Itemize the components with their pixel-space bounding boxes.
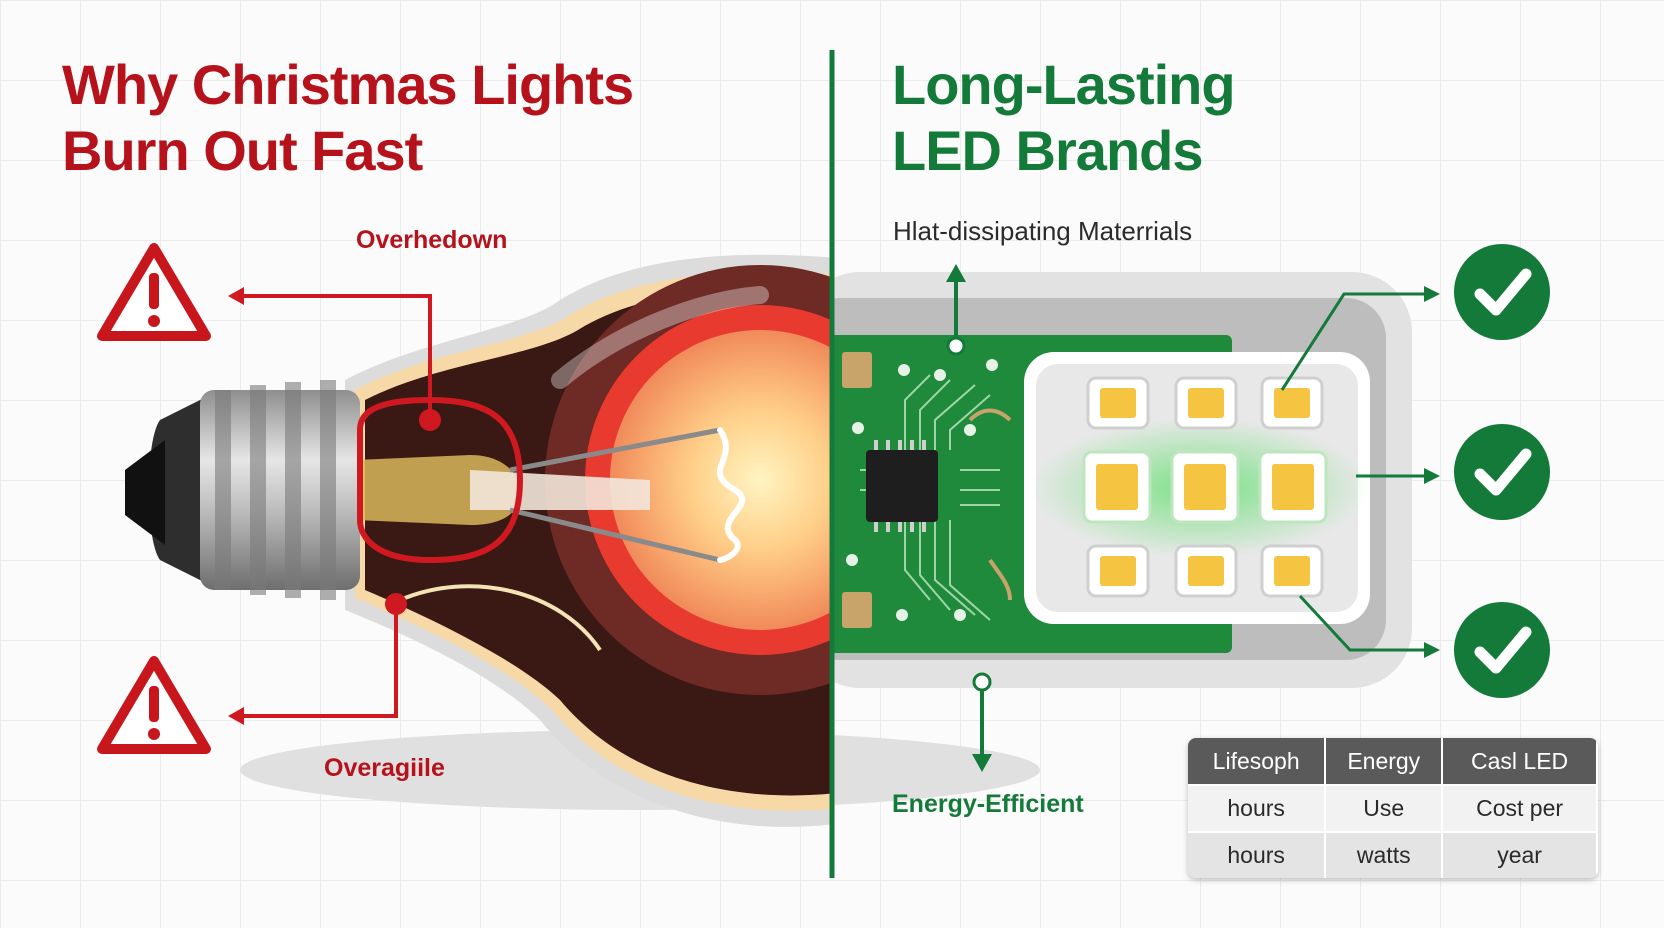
overheat-label: Overhedown xyxy=(356,226,508,254)
overvoltage-callout xyxy=(228,593,407,725)
check-circle-icon xyxy=(1454,424,1550,520)
table-row: hours Use Cost per xyxy=(1188,784,1598,832)
ic-chip-pins xyxy=(874,440,926,532)
capacitor-top xyxy=(842,352,872,388)
overvoltage-label: Overagiile xyxy=(324,754,445,782)
incandescent-bulb xyxy=(345,254,832,827)
overheat-arrowhead xyxy=(228,287,244,305)
check-arrowhead-bottom xyxy=(1424,642,1440,658)
check-circle-icon xyxy=(1454,602,1550,698)
overheat-dot xyxy=(419,409,441,431)
base-tip xyxy=(125,440,165,545)
left-title-line2: Burn Out Fast xyxy=(62,119,423,182)
table-header-cell: Lifesoph xyxy=(1188,738,1327,785)
overheat-highlight-ring xyxy=(357,396,524,564)
pcb-vias xyxy=(846,359,998,621)
table-cell: Use xyxy=(1325,784,1444,832)
ic-chip xyxy=(866,450,938,522)
check-leader-lines xyxy=(1280,292,1424,652)
energy-efficient-callout xyxy=(972,672,992,772)
table-cell: watts xyxy=(1325,831,1444,878)
table-header-row: Lifesoph Energy Casl LED xyxy=(1188,738,1598,785)
heat-dissipation-label: Hlat-dissipating Materrials xyxy=(893,216,1193,246)
bulb-screw-base xyxy=(125,380,360,600)
heat-dissipation-callout xyxy=(946,264,966,356)
table-cell: hours xyxy=(1188,831,1327,878)
comparison-table: Lifesoph Energy Casl LED hours Use Cost … xyxy=(1188,738,1598,878)
check-arrowhead-top xyxy=(1424,286,1440,302)
overheat-leader-line xyxy=(240,294,432,420)
energy-efficient-label: Energy-Efficient xyxy=(892,790,1084,818)
glass-highlight xyxy=(551,286,769,389)
table-header-cell: Energy xyxy=(1325,738,1444,785)
left-title: Why Christmas Lights Burn Out Fast xyxy=(62,52,634,184)
warning-triangle-icon xyxy=(97,243,211,341)
support-wire-bottom xyxy=(509,507,721,563)
right-title-line2: LED Brands xyxy=(892,119,1203,182)
overheat-callout xyxy=(228,287,524,564)
check-arrowhead-middle xyxy=(1424,468,1440,484)
support-wire-top xyxy=(509,427,721,473)
filament xyxy=(717,427,746,563)
table-cell: year xyxy=(1442,831,1598,878)
lead-wire xyxy=(399,584,602,652)
left-title-line1: Why Christmas Lights xyxy=(62,53,634,116)
overvoltage-dot xyxy=(385,593,407,615)
right-title: Long-Lasting LED Brands xyxy=(892,52,1236,184)
led-chip-grid xyxy=(1082,376,1328,598)
led-module xyxy=(832,272,1412,688)
glass-stem-rod xyxy=(470,470,650,510)
table-header-cell: Casl LED xyxy=(1442,738,1598,785)
capacitor-bottom xyxy=(842,592,872,628)
overvoltage-arrowhead xyxy=(228,707,244,725)
overvoltage-leader-line xyxy=(240,604,398,718)
table-cell: Cost per xyxy=(1442,784,1598,832)
table-row: hours watts year xyxy=(1188,831,1598,878)
right-title-line1: Long-Lasting xyxy=(892,53,1236,116)
check-circle-icon xyxy=(1454,244,1550,340)
warning-triangle-icon xyxy=(97,656,211,754)
table-cell: hours xyxy=(1188,784,1327,832)
